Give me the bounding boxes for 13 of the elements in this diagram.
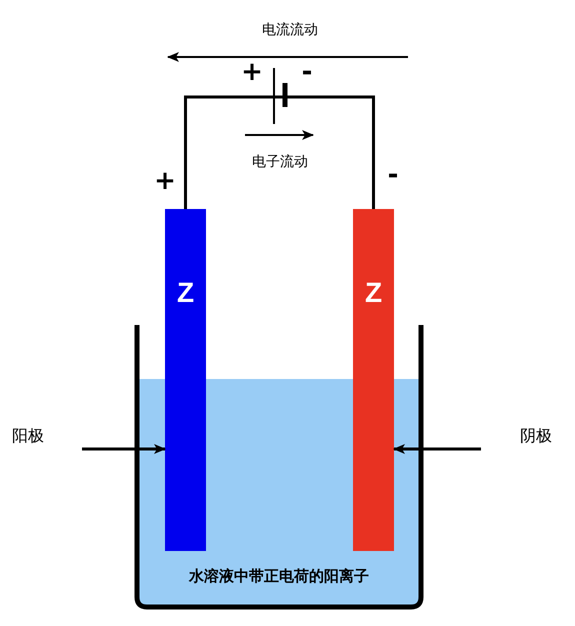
polarity-sign: + (241, 59, 263, 85)
electrode-bar: Z (353, 209, 394, 551)
polarity-sign: + (154, 168, 176, 194)
electrode-label: 阳极 (12, 424, 58, 448)
polarity-sign: - (388, 162, 398, 188)
polarity-sign: - (302, 59, 312, 85)
electrode-label: 阴极 (520, 424, 566, 448)
leader-arrow (393, 444, 481, 454)
wire (184, 96, 375, 209)
leader-arrow (82, 444, 166, 454)
flow-label: 电子流动 (252, 155, 308, 169)
electrode-bar: Z (165, 209, 206, 551)
flow-label: 电流流动 (262, 23, 318, 37)
